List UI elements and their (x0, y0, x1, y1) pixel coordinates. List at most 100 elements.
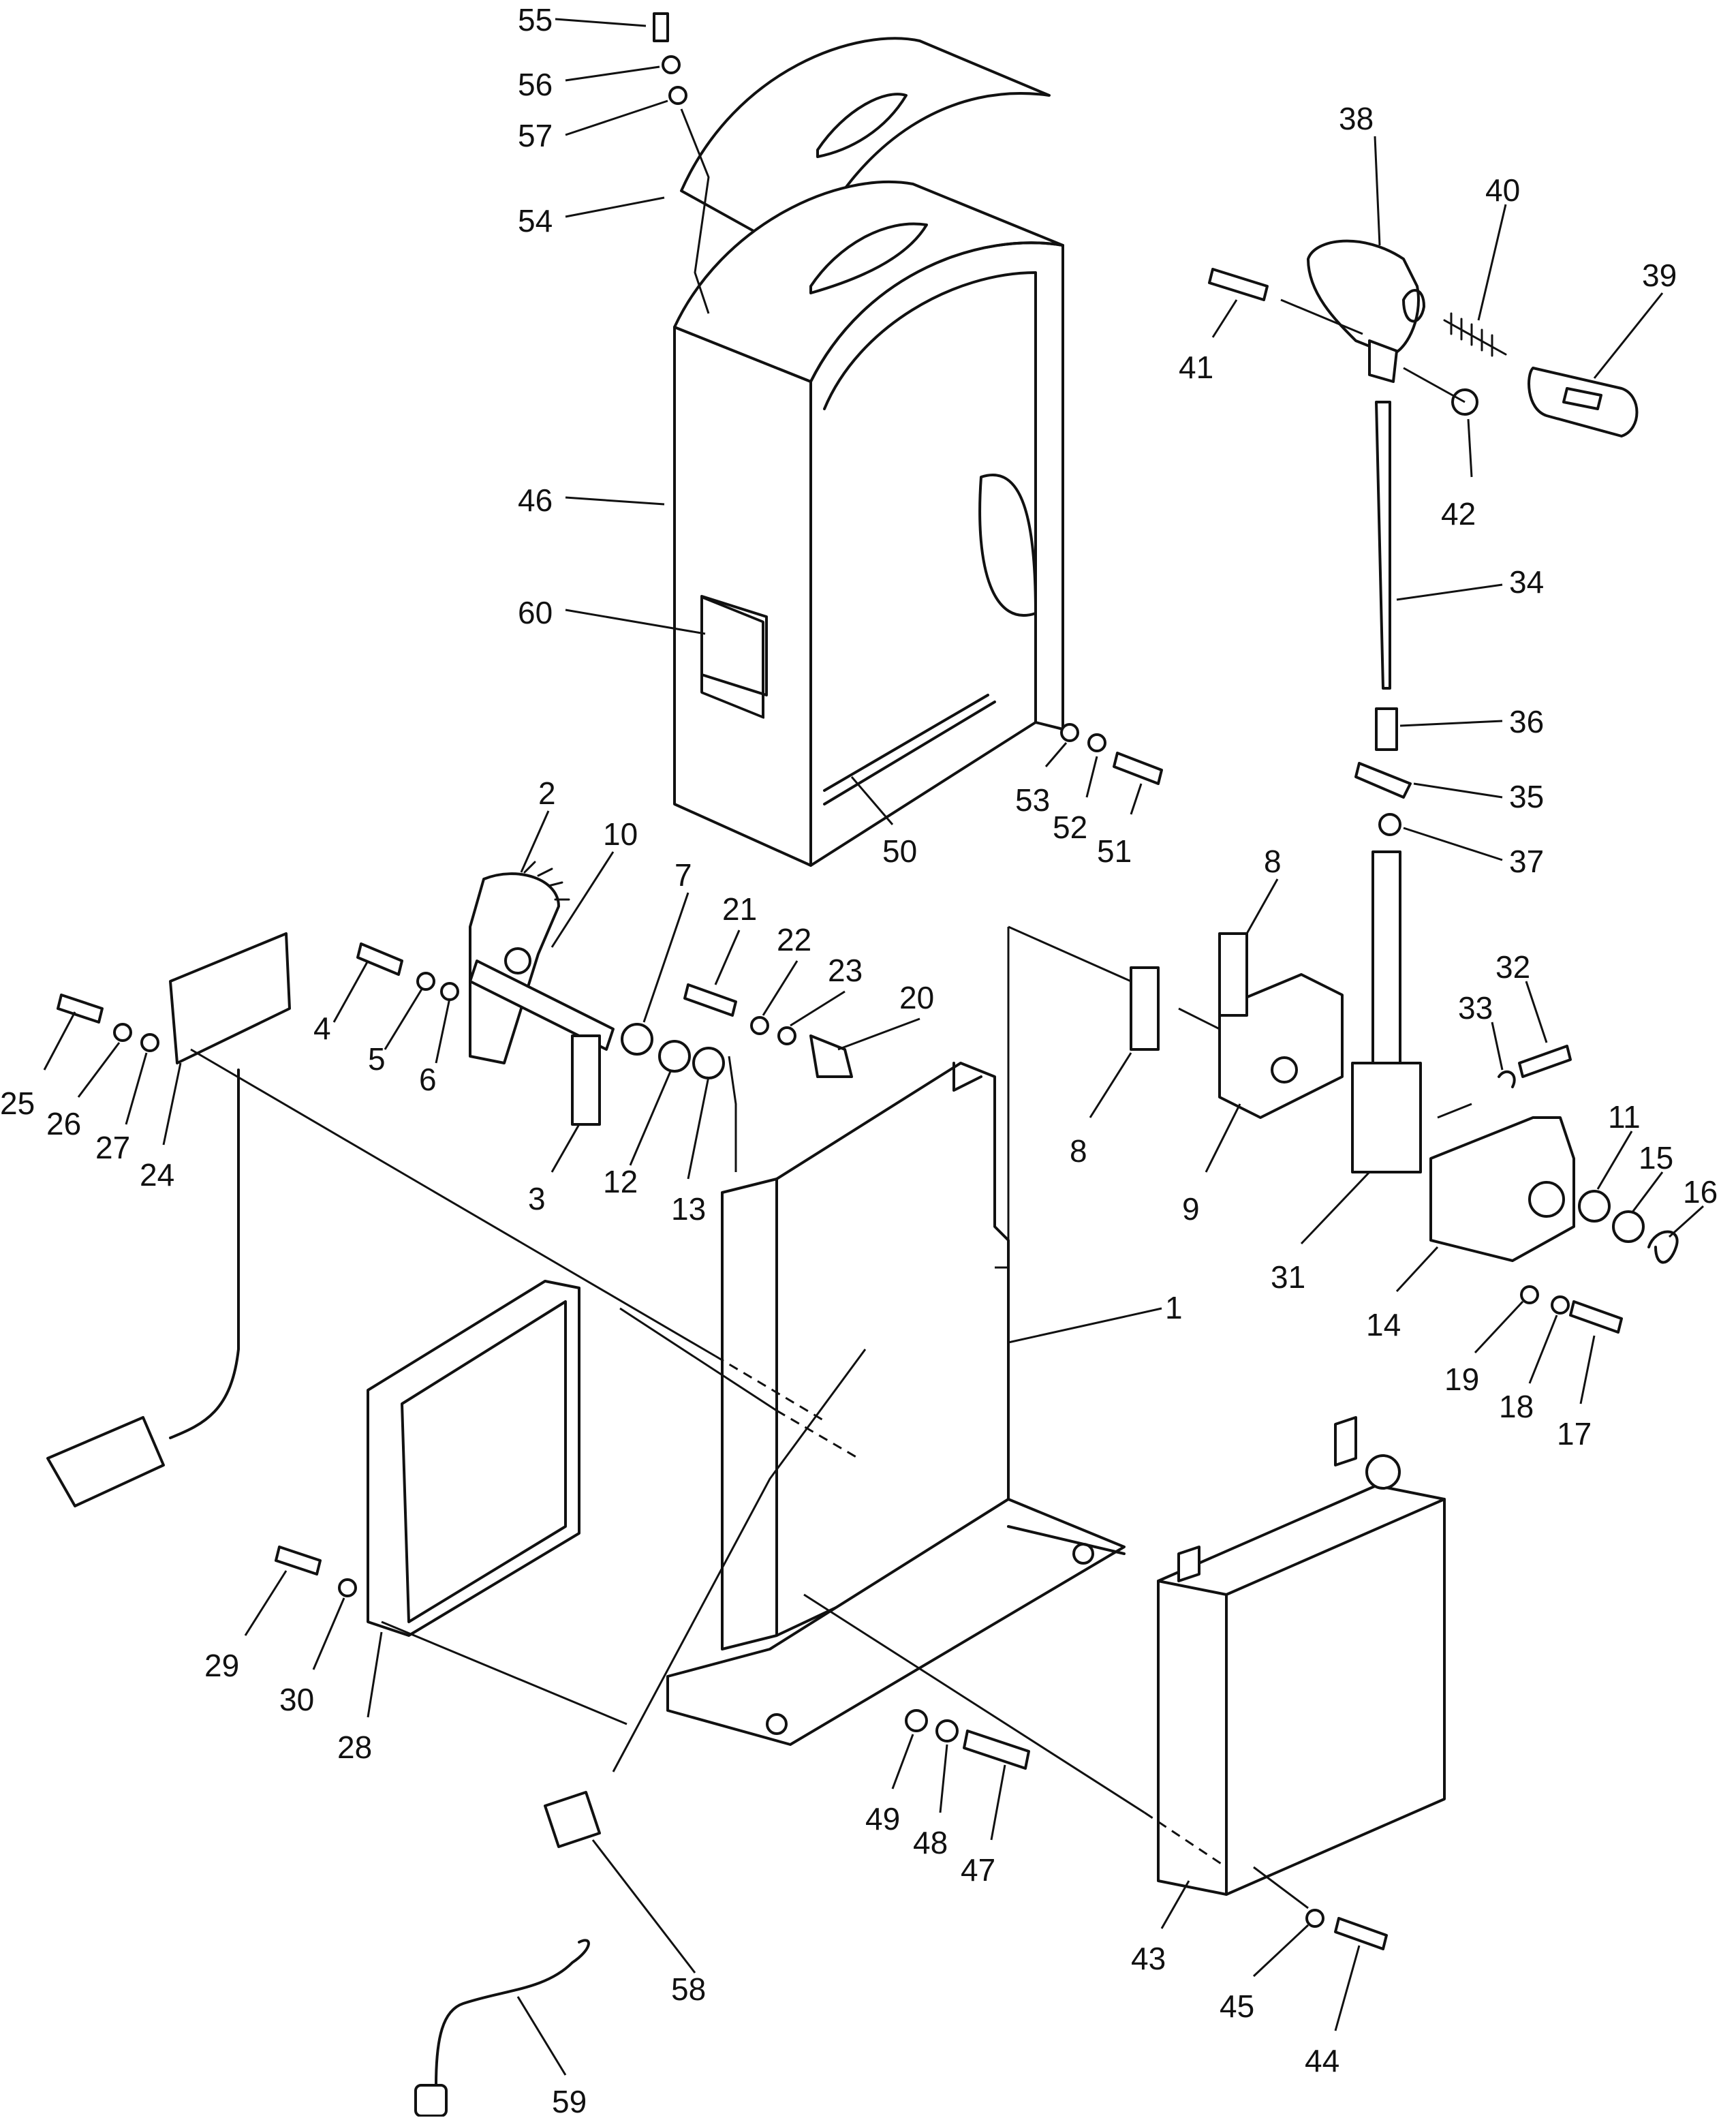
bracket-14 (1429, 1116, 1575, 1262)
sector-gear (469, 861, 615, 1064)
plate-24 (169, 932, 291, 1064)
washer-18 (1551, 1295, 1570, 1315)
bushing-12 (658, 1040, 691, 1073)
controller-box (1157, 1416, 1446, 1896)
callout-33: 33 (1458, 990, 1493, 1026)
bolt-51 (1113, 752, 1163, 785)
lever-bracket (1351, 1062, 1422, 1173)
callout-38: 38 (1339, 101, 1374, 136)
bolt-32 (1518, 1045, 1572, 1078)
callout-28: 28 (337, 1730, 372, 1765)
link-3 (571, 1034, 601, 1126)
washer-23 (777, 1026, 796, 1045)
washer-52 (1087, 733, 1106, 752)
callout-21: 21 (722, 891, 757, 927)
callout-23: 23 (828, 953, 863, 988)
callout-8-lower: 8 (1070, 1133, 1087, 1169)
console-housing (673, 181, 1064, 867)
assembly-lines (190, 108, 1472, 1909)
washer-26 (113, 1023, 132, 1042)
callout-34: 34 (1509, 564, 1544, 600)
callout-49: 49 (865, 1801, 900, 1837)
nut-37 (1378, 813, 1401, 836)
callout-14: 14 (1366, 1307, 1401, 1342)
pin-35 (1354, 762, 1412, 799)
callout-15: 15 (1639, 1140, 1673, 1176)
bolt-41 (1208, 268, 1269, 301)
plate-9 (1218, 973, 1344, 1119)
callout-51: 51 (1097, 833, 1132, 869)
spring-40 (1443, 312, 1507, 357)
callout-2: 2 (538, 775, 556, 811)
callout-32: 32 (1495, 949, 1530, 985)
lever-knob (1307, 239, 1425, 383)
washer-45 (1305, 1909, 1324, 1928)
bracket-28 (367, 1280, 580, 1637)
switch-58 (544, 1791, 601, 1848)
washer-7 (621, 1023, 653, 1056)
bolt-17 (1569, 1300, 1623, 1334)
washer-15 (1612, 1210, 1645, 1243)
shim-8-lower (1130, 966, 1160, 1051)
callout-36: 36 (1509, 704, 1544, 739)
washer-48 (935, 1719, 959, 1742)
callout-20: 20 (899, 980, 934, 1015)
washer-53 (1060, 723, 1079, 742)
main-frame (666, 1062, 1126, 1746)
callout-18: 18 (1499, 1389, 1534, 1424)
washer-49 (905, 1709, 928, 1732)
callout-41: 41 (1179, 350, 1213, 385)
callout-3: 3 (528, 1181, 546, 1216)
callout-27: 27 (95, 1130, 130, 1165)
callout-53: 53 (1015, 782, 1050, 818)
washer-27 (140, 1033, 159, 1052)
snap-ring-33 (1498, 1070, 1516, 1088)
spring-36 (1375, 707, 1398, 751)
washer-6 (440, 982, 459, 1001)
button-39 (1528, 367, 1639, 437)
washer-56 (662, 55, 681, 74)
callout-5: 5 (368, 1041, 386, 1077)
callout-13: 13 (671, 1191, 706, 1227)
callout-40: 40 (1485, 172, 1520, 208)
callout-39: 39 (1642, 258, 1677, 293)
bolt-29 (275, 1546, 322, 1576)
callout-58: 58 (671, 1971, 706, 2007)
callout-60: 60 (518, 595, 553, 630)
bolt-44 (1334, 1917, 1388, 1950)
bushing-13 (692, 1047, 725, 1079)
callout-59: 59 (552, 2084, 587, 2117)
callout-47: 47 (961, 1852, 995, 1888)
callout-54: 54 (518, 203, 553, 239)
callout-22: 22 (777, 922, 811, 957)
callout-26: 26 (46, 1106, 81, 1141)
callout-8-upper: 8 (1264, 844, 1282, 879)
callout-44: 44 (1305, 2043, 1339, 2078)
lever-rod (1375, 401, 1391, 690)
cable-59-end (414, 2084, 448, 2117)
callout-7: 7 (675, 857, 692, 893)
callout-30: 30 (279, 1682, 314, 1717)
callout-10: 10 (603, 816, 638, 852)
callout-45: 45 (1220, 1988, 1254, 2024)
callout-56: 56 (518, 67, 553, 102)
callout-11: 11 (1608, 1099, 1641, 1135)
callout-29: 29 (204, 1648, 239, 1683)
clip-20 (809, 1034, 853, 1078)
shim-8-upper (1218, 932, 1248, 1017)
callout-57: 57 (518, 118, 553, 153)
bolt-21 (683, 983, 737, 1017)
callout-24: 24 (140, 1157, 174, 1193)
callout-46: 46 (518, 482, 553, 518)
callout-25: 25 (0, 1086, 35, 1121)
callout-12: 12 (603, 1164, 638, 1199)
callout-31: 31 (1271, 1259, 1305, 1295)
cable-59 (435, 1939, 590, 2087)
callout-43: 43 (1131, 1941, 1166, 1976)
callout-35: 35 (1509, 779, 1544, 814)
top-cover-plate (680, 37, 1051, 260)
callout-9: 9 (1182, 1191, 1200, 1227)
callout-19: 19 (1444, 1362, 1479, 1397)
